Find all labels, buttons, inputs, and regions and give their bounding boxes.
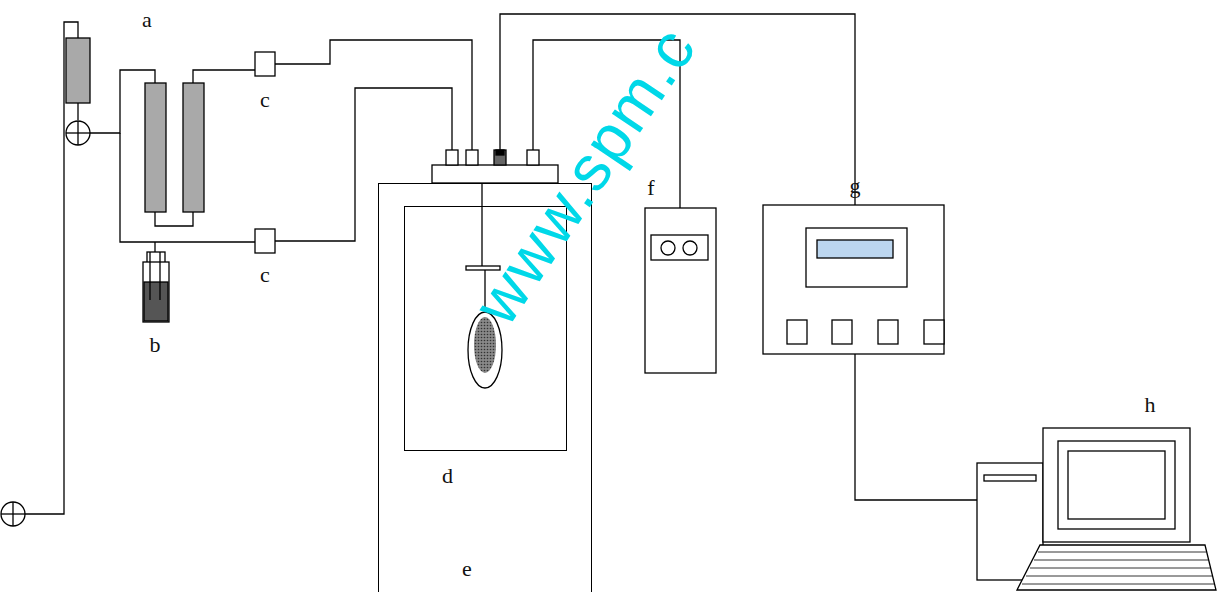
- computer-part: [1022, 552, 1214, 584]
- part-letter: f: [647, 177, 654, 199]
- gas-lines-part: [275, 40, 472, 150]
- part-letter: g: [850, 175, 861, 197]
- computer-part: [1043, 428, 1190, 542]
- gas-lines-part: [193, 70, 255, 83]
- data-logger-part: [832, 320, 852, 344]
- second-gas-valve: [1, 502, 25, 526]
- chamber-lid: [432, 150, 558, 183]
- water-bottle: [143, 252, 169, 322]
- data-logger-part: [817, 240, 893, 258]
- computer-part: [984, 475, 1036, 481]
- chamber-lid-part: [466, 150, 478, 165]
- gas-lines: [13, 14, 977, 514]
- data-logger-part: [806, 228, 907, 287]
- chamber-lid-part: [494, 150, 506, 165]
- hygrometer-part: [651, 235, 708, 260]
- data-logger-part: [924, 320, 944, 344]
- part-letter: a: [142, 9, 152, 31]
- computer-part: [1058, 441, 1175, 529]
- second-gas-valve-part: [12, 502, 13, 526]
- computer-part: [1068, 451, 1165, 519]
- water-bottle-part: [143, 262, 169, 322]
- drying-tubes-part: [183, 83, 204, 212]
- second-gas-valve-part: [1, 502, 25, 526]
- gas-lines-part: [481, 183, 482, 266]
- sample-holder-part: [468, 312, 502, 388]
- gas-cylinder-part: [77, 121, 78, 145]
- hygrometer-part: [683, 241, 697, 255]
- water-bottle-part: [149, 252, 150, 300]
- hygrometer-part: [661, 241, 675, 255]
- mass-flow-controller: [255, 52, 275, 253]
- gas-cylinder-part: [66, 38, 90, 103]
- part-letter: d: [442, 465, 453, 487]
- gas-lines-part: [155, 212, 193, 226]
- gas-lines-part: [154, 242, 155, 252]
- hygrometer-part: [645, 208, 716, 373]
- drying-tubes-part: [145, 83, 166, 212]
- chamber-lid-part: [432, 165, 558, 183]
- drying-tubes: [145, 83, 204, 212]
- computer: [977, 428, 1216, 590]
- data-logger-part: [878, 320, 898, 344]
- data-logger: [763, 205, 944, 354]
- water-bottle-part: [159, 252, 160, 300]
- computer-part: [1017, 545, 1216, 590]
- gas-lines-part: [855, 354, 977, 500]
- chamber-lid-part: [496, 150, 504, 155]
- hygrometer: [645, 208, 716, 373]
- part-letter: b: [150, 334, 161, 356]
- chamber-lid-part: [527, 150, 539, 165]
- watermark: www.spm.c: [463, 16, 707, 335]
- water-bottle-part: [144, 282, 168, 321]
- part-letter: e: [462, 558, 472, 580]
- gas-cylinder: [66, 38, 90, 145]
- gas-lines-part: [275, 88, 452, 241]
- part-letter: c: [260, 264, 270, 286]
- data-logger-part: [763, 205, 944, 354]
- chamber-lid-part: [446, 150, 458, 165]
- data-logger-part: [787, 320, 807, 344]
- mass-flow-controller-part: [255, 229, 275, 253]
- mass-flow-controller-part: [255, 52, 275, 76]
- sample-holder-part: [474, 317, 496, 373]
- gas-cylinder-part: [66, 121, 90, 145]
- part-letter: h: [1145, 394, 1156, 416]
- part-letter: c: [260, 89, 270, 111]
- gas-cylinder-part: [77, 103, 78, 120]
